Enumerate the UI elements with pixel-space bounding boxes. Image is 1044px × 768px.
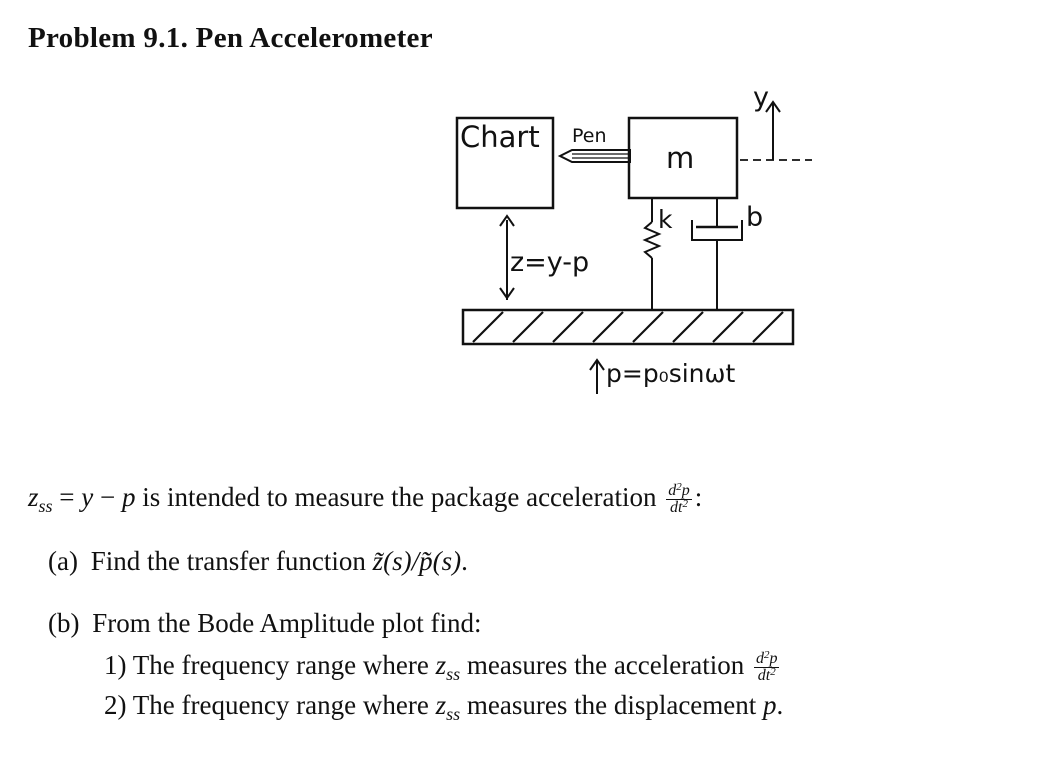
colon: : <box>694 482 703 512</box>
line1-prefix: 1) The frequency range where <box>104 650 436 680</box>
part-b-line-1: 1) The frequency range where zss measure… <box>104 650 782 684</box>
line2-end: . <box>776 690 784 720</box>
part-a-label: (a) <box>48 546 78 576</box>
line2-prefix: 2) The frequency range where <box>104 690 436 720</box>
part-a-end: . <box>461 546 468 576</box>
z-var-3: z <box>435 690 447 720</box>
p-var: p <box>121 482 136 512</box>
minus: − <box>93 482 122 512</box>
line2-mid: measures the displacement <box>460 690 764 720</box>
intro-sentence: zss = y − p is intended to measure the p… <box>28 482 702 516</box>
mass-label: m <box>666 141 694 175</box>
base-platform <box>461 308 795 346</box>
p-var-2: p <box>763 690 777 720</box>
part-b: (b) From the Bode Amplitude plot find: <box>48 608 481 639</box>
part-b-label: (b) <box>48 608 80 638</box>
intro-text: is intended to measure the package accel… <box>135 482 664 512</box>
part-b-line-2: 2) The frequency range where zss measure… <box>104 690 784 724</box>
pen-icon <box>557 149 631 163</box>
damper-label: b <box>746 202 763 233</box>
pen-accelerometer-diagram: Chart Pen m y k b z=y-p p=p₀sinωt <box>455 82 812 394</box>
part-b-text: From the Bode Amplitude plot find: <box>92 608 482 638</box>
page-title: Problem 9.1. Pen Accelerometer <box>28 22 433 54</box>
chart-label: Chart <box>460 120 540 154</box>
base-hatch <box>472 311 784 343</box>
spring-label: k <box>658 205 673 234</box>
part-a-text: Find the transfer function <box>90 546 373 576</box>
z-label: z=y-p <box>510 247 589 278</box>
line1-mid: measures the acceleration <box>460 650 751 680</box>
y-label: y <box>753 82 769 113</box>
ss-subscript-2: ss <box>446 664 461 684</box>
p-label: p=p₀sinωt <box>606 359 735 388</box>
part-a: (a) Find the transfer function z̃(s)/p̃(… <box>48 546 468 577</box>
mass-block <box>627 116 739 200</box>
z-var: z <box>28 482 39 512</box>
transfer-function-expr: z̃(s)/p̃(s) <box>372 546 462 576</box>
z-var-2: z <box>435 650 447 680</box>
y-var: y <box>81 482 94 512</box>
pen-label: Pen <box>572 125 607 147</box>
ss-subscript-3: ss <box>446 704 461 724</box>
spring-icon <box>642 221 662 259</box>
chart-box <box>455 116 555 210</box>
equals: = <box>52 482 82 512</box>
ss-subscript: ss <box>38 496 53 516</box>
